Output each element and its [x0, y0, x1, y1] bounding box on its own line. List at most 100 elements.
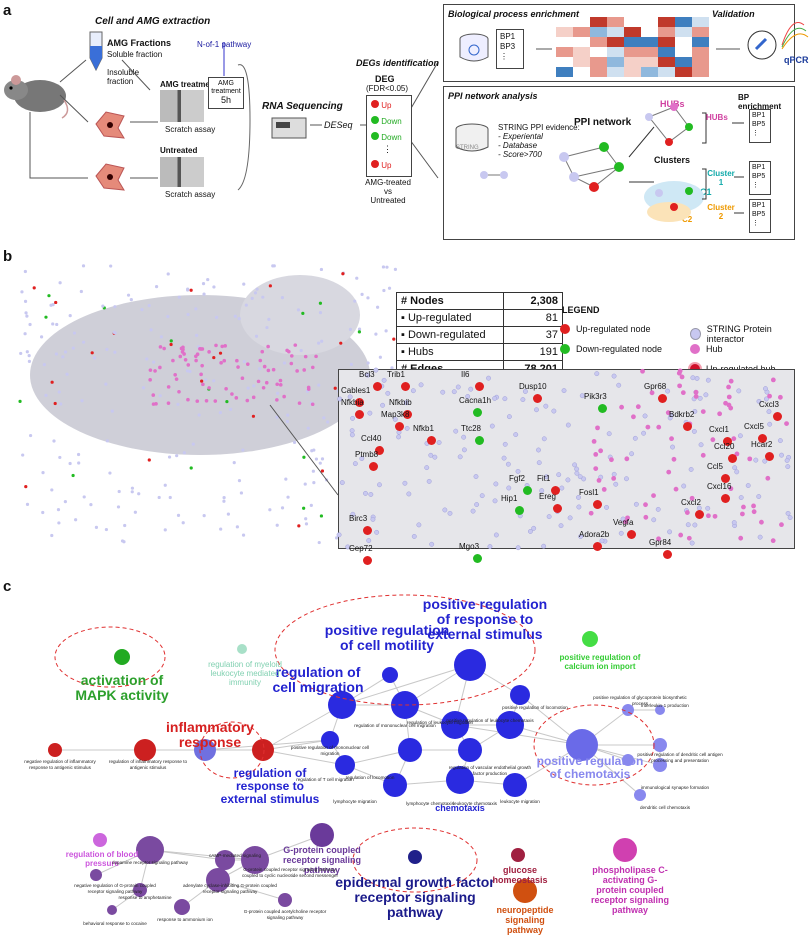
network-node: [63, 500, 67, 504]
network-node: [166, 272, 170, 276]
go-term-label: regulation of response to external stimu…: [220, 766, 320, 806]
go-term-label: G-protein coupled acetylcholine receptor…: [243, 909, 327, 920]
network-node: [130, 490, 134, 494]
network-node: [319, 514, 324, 518]
zoom-hub: [779, 522, 784, 528]
gene-node: [473, 408, 482, 417]
network-node: [282, 361, 287, 365]
hub-node: [195, 399, 200, 403]
go-term-label: leukocyte migration: [500, 799, 540, 804]
gene-label: Cxcl3: [759, 400, 780, 409]
gene-node: [355, 410, 364, 419]
zoom-node: [785, 510, 791, 516]
network-node: [304, 522, 309, 526]
heatmap-cell: [658, 27, 675, 37]
network-node: [334, 536, 339, 540]
network-node: [182, 451, 186, 455]
hub-node: [297, 401, 302, 405]
zoom-node: [599, 538, 605, 544]
network-node: [129, 298, 133, 302]
gene-node: [663, 550, 672, 559]
zoom-node: [502, 441, 508, 447]
network-node: [349, 362, 353, 366]
zoom-node: [337, 396, 343, 402]
legend-hub-label: Hub: [706, 344, 723, 354]
zoom-node: [565, 422, 571, 428]
heatmap-cell: [675, 27, 692, 37]
gene-node: [373, 382, 382, 391]
hub-node: [207, 350, 211, 354]
gene-label: Fit1: [537, 474, 551, 483]
go-edge: [149, 849, 256, 861]
network-node: [318, 311, 323, 315]
zoom-node: [349, 432, 355, 438]
gene-label: Cep72: [349, 544, 373, 553]
network-node: [239, 491, 244, 495]
cluster1-label: Cluster 1: [707, 169, 735, 187]
hub-node: [174, 377, 179, 381]
go-term-label: response to amphetamine: [118, 895, 172, 900]
network-node: [251, 414, 256, 418]
gene-label: Fosl1: [579, 488, 599, 497]
n-of-1-pathway: N-of-1 pathway: [197, 40, 252, 49]
go-term-node: [653, 758, 667, 772]
deseq-label: DESeq: [324, 120, 353, 130]
zoom-node: [581, 476, 587, 482]
gene-node: [658, 394, 667, 403]
network-node: [68, 314, 72, 318]
network-node: [348, 327, 353, 331]
zoom-node: [567, 515, 573, 521]
network-node: [23, 269, 27, 274]
zoom-node: [380, 402, 386, 408]
go-term-label: lymphocyte chemotaxis: [406, 801, 454, 806]
gene-node: [765, 452, 774, 461]
network-node: [20, 290, 24, 294]
network-node: [101, 304, 105, 308]
network-node: [218, 351, 223, 355]
hub-node: [314, 354, 318, 359]
network-node: [303, 482, 307, 486]
heatmap-cell: [692, 67, 709, 77]
gene-node: [369, 462, 378, 471]
network-node: [275, 415, 279, 419]
network-node: [393, 267, 398, 271]
zoom-node: [536, 460, 542, 466]
stats-label: ▪ Hubs: [396, 343, 504, 361]
gene-label: Trib1: [387, 370, 405, 379]
network-node: [302, 506, 306, 510]
zoom-node: [381, 377, 387, 383]
go-term-label: positive regulation of response to exter…: [422, 596, 548, 642]
panel-b-letter: b: [3, 248, 13, 265]
zoom-hub: [619, 404, 624, 410]
gene-node: [695, 510, 704, 519]
zoom-node: [561, 388, 567, 394]
hub-node: [306, 385, 311, 390]
evidence-2: - Database: [498, 141, 538, 150]
zoom-hub: [593, 452, 599, 457]
go-term-label: positive regulation of cell motility: [324, 622, 450, 653]
gene-node: [523, 486, 532, 495]
network-node: [267, 317, 271, 321]
zoom-network: [336, 367, 793, 551]
hub-node: [302, 368, 307, 372]
go-term-node: [655, 705, 665, 715]
gene-label: Bcl3: [359, 370, 375, 379]
zoom-node: [667, 415, 673, 421]
zoom-hub: [751, 503, 756, 509]
legend-down-swatch: [560, 344, 570, 354]
zoom-node: [418, 382, 424, 388]
go-term-label: chemotaxis: [435, 803, 485, 813]
zoom-node: [515, 468, 521, 474]
network-node: [181, 521, 185, 525]
gene-label: Adora2b: [579, 530, 610, 539]
zoom-node: [785, 464, 791, 470]
network-node: [286, 495, 290, 499]
gene-label: Gpr84: [649, 538, 672, 547]
zoom-hub: [598, 448, 604, 454]
zoom-node: [565, 477, 571, 483]
go-term-node: [458, 738, 482, 762]
hub-node: [289, 354, 294, 358]
